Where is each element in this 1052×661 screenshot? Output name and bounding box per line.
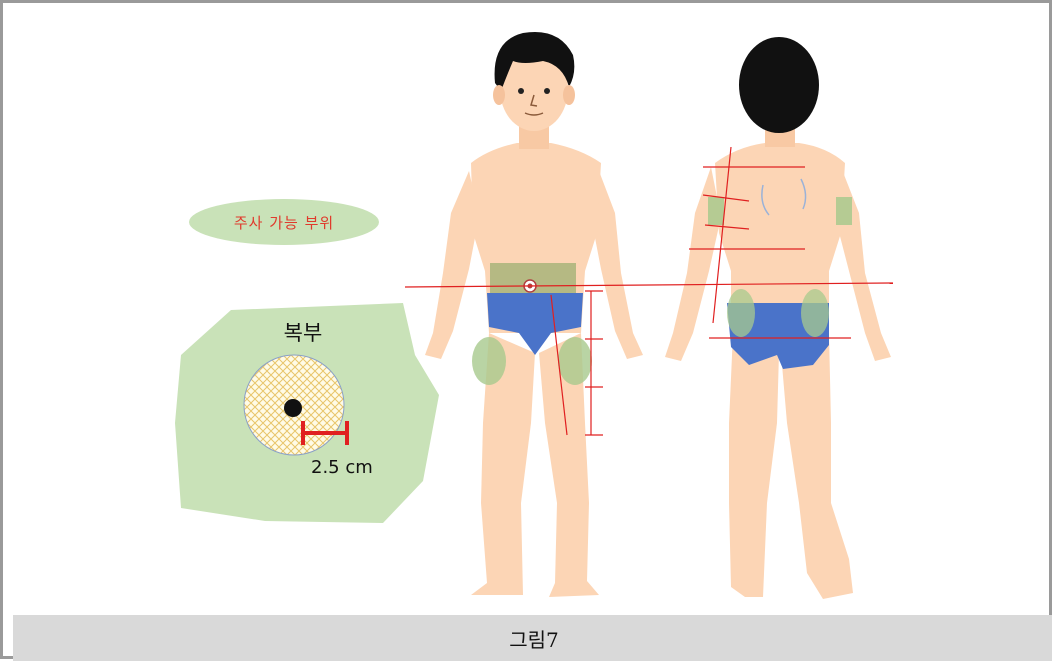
abdomen-title: 복부 xyxy=(263,317,343,347)
back-right-buttock-site xyxy=(801,289,829,337)
back-left-buttock-site xyxy=(727,289,755,337)
back-right-arm-site xyxy=(836,197,852,225)
figure-caption: 그림7 xyxy=(509,624,559,653)
back-left-arm-site xyxy=(708,197,724,225)
injection-site-diagram xyxy=(3,3,1052,615)
distance-label: 2.5 cm xyxy=(311,457,373,478)
injection-sites-legend: 주사 가능 부위 xyxy=(189,199,379,245)
front-left-thigh-site xyxy=(472,337,506,385)
back-figure xyxy=(665,37,891,599)
front-figure xyxy=(425,32,643,597)
figure-caption-bar: 그림7 xyxy=(13,615,1052,661)
navel-dot xyxy=(284,399,302,417)
front-right-thigh-site xyxy=(558,337,592,385)
